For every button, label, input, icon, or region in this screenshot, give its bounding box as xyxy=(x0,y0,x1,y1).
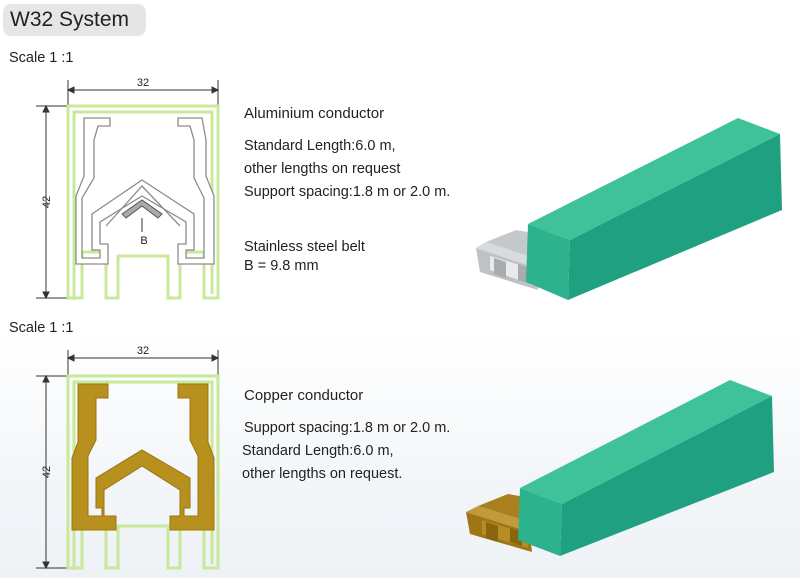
height-dimension-2 xyxy=(36,374,68,570)
copper-description: Copper conductor Support spacing:1.8 m o… xyxy=(242,384,451,486)
stainless-belt-1 xyxy=(121,199,163,219)
belt-line-1: Stainless steel belt xyxy=(244,239,365,255)
copper-rail-render xyxy=(466,380,774,556)
aluminium-description: Aluminium conductor Standard Length:6.0 … xyxy=(244,102,450,204)
aluminium-line-2: other lengths on request xyxy=(244,161,401,177)
belt-line-2: B = 9.8 mm xyxy=(244,258,319,274)
copper-line-3: other lengths on request. xyxy=(242,466,403,482)
width-dimension-2 xyxy=(66,350,220,376)
height-dim-label-1: 42 xyxy=(41,196,53,208)
width-dimension-1 xyxy=(66,80,220,106)
aluminium-line-1: Standard Length:6.0 m, xyxy=(244,138,396,154)
copper-line-1: Support spacing:1.8 m or 2.0 m. xyxy=(244,420,451,436)
copper-heading: Copper conductor xyxy=(244,387,364,404)
aluminium-cross-section-drawing: 32 42 B xyxy=(36,77,220,300)
copper-line-2: Standard Length:6.0 m, xyxy=(242,443,394,459)
belt-marker-label: B xyxy=(140,235,147,247)
page-title: W32 System xyxy=(10,8,130,31)
aluminium-line-3: Support spacing:1.8 m or 2.0 m. xyxy=(244,184,451,200)
copper-cross-section-drawing: 32 42 xyxy=(36,345,220,570)
width-dim-label-2: 32 xyxy=(137,345,149,357)
aluminium-rail-render xyxy=(476,118,782,300)
title-badge xyxy=(3,4,146,36)
scale-label-1: Scale 1 :1 xyxy=(9,50,74,66)
aluminium-heading: Aluminium conductor xyxy=(244,105,385,122)
aluminium-conductor-profile xyxy=(75,117,215,265)
height-dimension-1 xyxy=(36,104,68,300)
width-dim-label-1: 32 xyxy=(137,77,149,89)
height-dim-label-2: 42 xyxy=(41,466,53,478)
copper-conductor-profile xyxy=(71,383,215,531)
belt-description: Stainless steel belt B = 9.8 mm xyxy=(244,238,365,276)
scale-label-2: Scale 1 :1 xyxy=(9,320,74,336)
